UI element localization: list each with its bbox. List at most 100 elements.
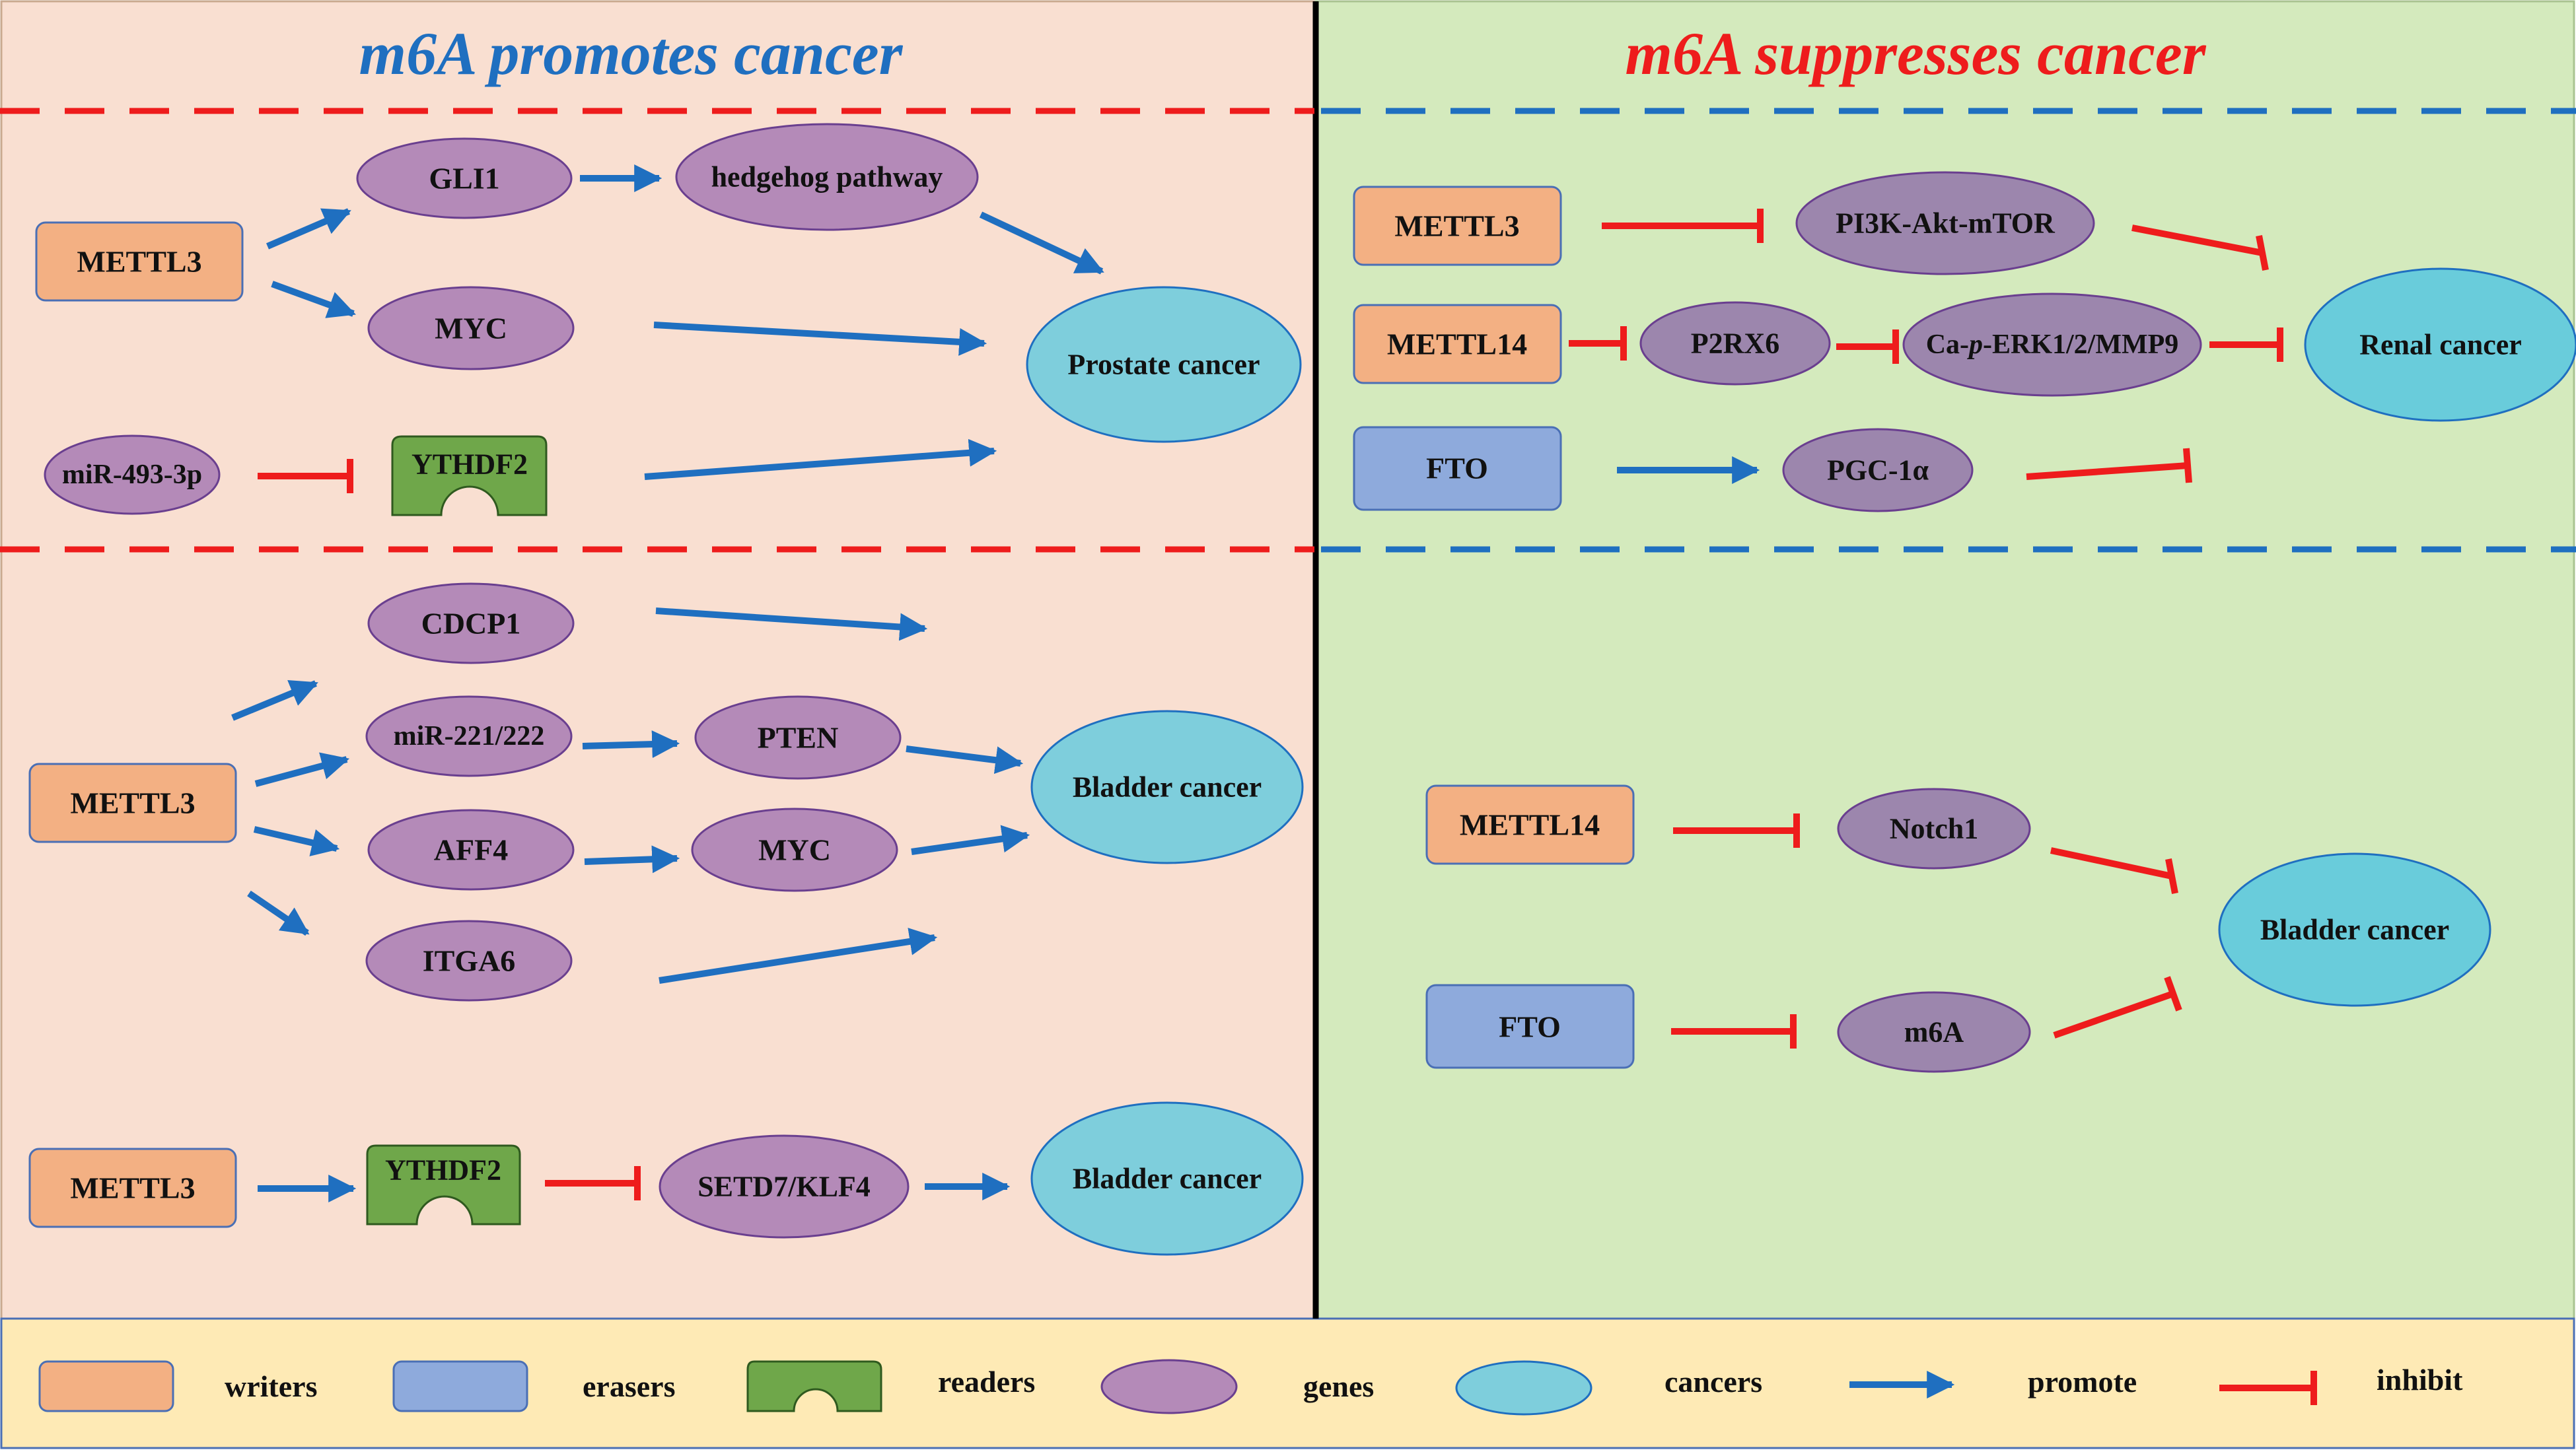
bladder-section-1: METTL3 CDCP1 miR-221/222 PTEN AFF4 MYC I… [28, 582, 1304, 1002]
inhibit-arrow [1569, 326, 1627, 361]
writer-box-mettl3 [28, 763, 237, 843]
gene-label: GLI1 [429, 162, 499, 195]
eraser-box-fto [1425, 984, 1635, 1069]
inhibit-arrow [2131, 224, 2269, 271]
promote-arrow [582, 730, 680, 759]
prostate-section: METTL3 GLI1 hedgehog pathway MYC miR-493… [35, 123, 1302, 516]
gene-p2rx6 [1639, 301, 1831, 386]
gene-cdcp1 [367, 582, 575, 664]
gene-gli1 [356, 137, 573, 219]
renal-section: METTL3 PI3K-Akt-mTOR METTL14 P2RX6 Ca-p-… [1353, 171, 2576, 512]
legend-erasers-label: erasers [583, 1369, 675, 1403]
reader-label: YTHDF2 [385, 1154, 501, 1187]
gene-label: SETD7/KLF4 [698, 1171, 871, 1203]
writer-label: METTL14 [1387, 328, 1527, 361]
gene-mir-221-222 [365, 695, 573, 777]
legend-eraser-swatch [392, 1360, 528, 1412]
inhibit-arrow [2209, 328, 2283, 362]
gene-label: Notch1 [1890, 813, 1978, 845]
gene-label: miR-493-3p [62, 460, 202, 490]
cancer-label: Bladder cancer [1073, 1163, 1262, 1195]
gene-label-ca-p-erk-mmp9: Ca-p-ERK1/2/MMP9 [1926, 329, 2179, 360]
legend-genes-label: genes [1303, 1369, 1374, 1403]
cancer-label: Prostate cancer [1067, 349, 1260, 381]
gene-label: miR-221/222 [394, 721, 545, 751]
promote-arrow [659, 928, 938, 984]
legend-gene-swatch [1100, 1359, 1238, 1414]
gene-myc [367, 286, 575, 370]
inhibit-arrow [1602, 209, 1764, 243]
legend-bar [0, 1317, 2575, 1449]
inhibit-arrow [2053, 976, 2182, 1039]
gene-aff4 [367, 809, 575, 891]
legend-writers-label: writers [225, 1369, 317, 1403]
promote-arrow [584, 845, 680, 874]
promote-arrow [979, 211, 1104, 275]
gene-itga6 [365, 920, 573, 1002]
legend-inhibit-label: inhibit [2377, 1363, 2463, 1397]
gene-label: PI3K-Akt-mTOR [1836, 207, 2056, 240]
promote-arrow [254, 752, 350, 787]
gene-m6a [1837, 991, 2031, 1073]
gene-myc [691, 808, 898, 892]
promote-arrow [653, 322, 987, 356]
legend-inhibit-arrow [2219, 1371, 2317, 1405]
left-panel [0, 0, 1317, 1320]
inhibit-arrow [1673, 813, 1800, 848]
gene-label: CDCP1 [421, 607, 521, 640]
inhibit-arrow [258, 459, 353, 493]
gene-label: MYC [435, 312, 507, 345]
gene-pgc-1alpha [1782, 428, 1974, 512]
promote-arrow [655, 607, 928, 641]
writer-box-mettl3 [28, 1148, 237, 1228]
reader-shape-ythdf2 [366, 1144, 521, 1226]
writer-label: METTL3 [77, 245, 201, 279]
promote-arrow [906, 745, 1024, 775]
gene-hedgehog-pathway [675, 123, 979, 231]
writer-box-mettl14 [1425, 784, 1635, 865]
eraser-box-fto [1353, 426, 1562, 511]
legend-writer-swatch [38, 1360, 174, 1412]
cancer-bladder [2218, 852, 2491, 1007]
left-header: m6A promotes cancer [359, 20, 904, 87]
legend-readers-label: readers [938, 1365, 1035, 1398]
writer-label: METTL3 [1394, 209, 1519, 243]
gene-pten [694, 695, 902, 780]
gene-pi3k-akt-mtor [1795, 171, 2095, 275]
inhibit-arrow [2026, 448, 2192, 483]
gene-label: ITGA6 [423, 944, 516, 978]
promote-arrow [247, 890, 310, 936]
right-header: m6A suppresses cancer [1625, 20, 2206, 87]
eraser-label: FTO [1426, 452, 1488, 485]
cancer-bladder [1030, 710, 1304, 864]
cancer-bladder [1030, 1101, 1304, 1256]
eraser-label: FTO [1499, 1010, 1561, 1044]
promote-arrow [271, 281, 356, 318]
cancer-renal [2304, 267, 2576, 422]
writer-label: METTL3 [70, 1171, 195, 1205]
gene-label: PGC-1α [1827, 454, 1929, 487]
inhibit-arrow [1671, 1014, 1797, 1049]
gene-label: m6A [1904, 1016, 1964, 1049]
promote-arrow [231, 680, 318, 721]
cancer-label: Bladder cancer [1073, 771, 1262, 804]
legend-cancers-label: cancers [1664, 1365, 1762, 1398]
reader-label: YTHDF2 [411, 448, 528, 481]
writer-box-mettl14 [1353, 304, 1562, 384]
reader-shape-ythdf2 [391, 435, 548, 516]
inhibit-arrow [2050, 847, 2178, 894]
gene-notch1 [1837, 788, 2031, 870]
gene-label: PTEN [758, 721, 839, 755]
gene-label: hedgehog pathway [711, 161, 943, 193]
legend: writers erasers readers genes cancers pr… [38, 1359, 2463, 1416]
cancer-prostate [1026, 286, 1302, 443]
legend-reader-swatch [746, 1360, 882, 1412]
legend-promote-label: promote [2028, 1365, 2137, 1398]
writer-box-mettl3 [1353, 186, 1562, 266]
gene-label: P2RX6 [1691, 328, 1779, 360]
bladder-section-2: METTL3 YTHDF2 SETD7/KLF4 Bladder cancer [28, 1101, 1304, 1256]
writer-label: METTL14 [1460, 808, 1600, 842]
inhibit-arrow [545, 1166, 641, 1200]
writer-box-mettl3 [35, 221, 244, 302]
